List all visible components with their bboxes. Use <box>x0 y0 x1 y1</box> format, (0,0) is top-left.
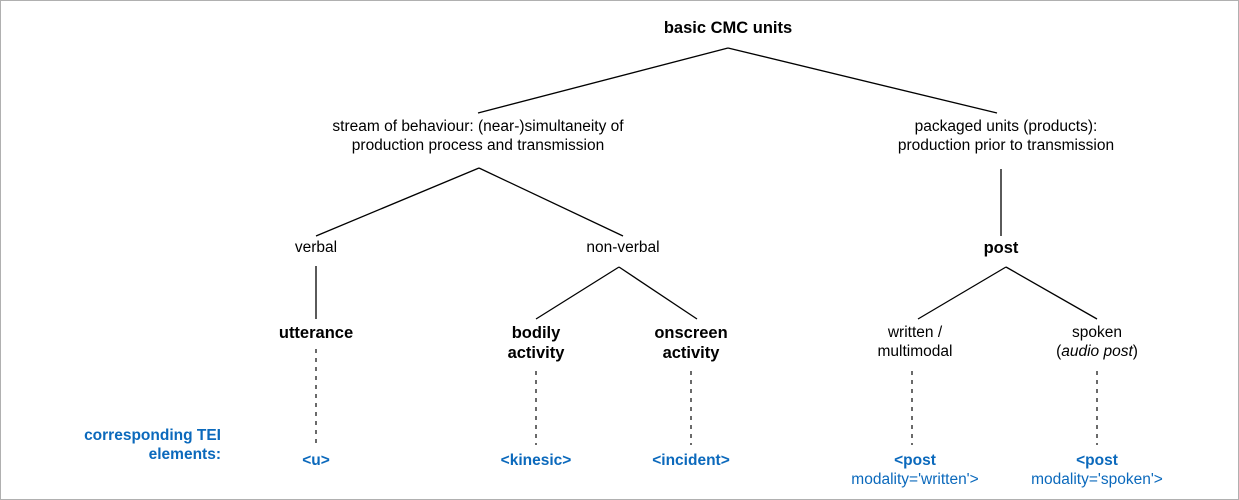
node-post-label: post <box>983 239 1019 257</box>
node-packaged-units: packaged units (products): production pr… <box>898 118 1114 156</box>
tei-element-u: <u> <box>302 451 330 470</box>
node-verbal-label: verbal <box>294 239 338 256</box>
node-spoken-paren-close: ) <box>1132 342 1138 360</box>
tei-caption-line-2: elements: <box>148 446 221 464</box>
edge-root-to-stream <box>477 47 729 114</box>
node-onscreen-line-1: onscreen <box>654 324 728 342</box>
tei-post-spoken-line-2: modality='spoken'> <box>1031 471 1163 489</box>
node-verbal: verbal <box>295 239 337 258</box>
tei-element-post-written: <post modality='written'> <box>851 451 978 489</box>
node-onscreen-line-2: activity <box>662 344 720 363</box>
edge-post-to-spoken <box>1005 266 1098 320</box>
node-onscreen-activity: onscreen activity <box>654 323 727 363</box>
tei-caption-line-1: corresponding TEI <box>84 427 221 444</box>
edge-post-to-written <box>917 266 1007 320</box>
node-utterance: utterance <box>279 323 353 343</box>
node-non-verbal-label: non-verbal <box>586 239 660 256</box>
tei-kinesic-label: <kinesic> <box>500 452 572 469</box>
node-stream-of-behaviour: stream of behaviour: (near-)simultaneity… <box>332 118 623 156</box>
tei-post-written-line-1: <post <box>894 452 936 469</box>
node-packaged-line-1: packaged units (products): <box>914 118 1098 135</box>
node-packaged-line-2: production prior to transmission <box>897 136 1115 154</box>
edge-root-to-packaged <box>727 47 998 114</box>
node-spoken-line-1: spoken <box>1072 324 1122 341</box>
node-written-line-2: multimodal <box>877 342 953 360</box>
tei-elements-caption: corresponding TEI elements: <box>11 426 221 464</box>
tei-element-incident: <incident> <box>652 451 730 470</box>
edge-nonverbal-to-onscreen <box>618 266 698 320</box>
tei-post-spoken-line-1: <post <box>1076 452 1118 469</box>
node-bodily-activity: bodily activity <box>508 323 565 363</box>
tei-element-kinesic: <kinesic> <box>501 451 572 470</box>
node-bodily-line-1: bodily <box>511 324 561 342</box>
node-written-line-1: written / <box>887 324 943 341</box>
node-non-verbal: non-verbal <box>586 239 659 258</box>
tei-incident-label: <incident> <box>652 452 730 469</box>
edge-stream-to-nonverbal <box>478 167 624 237</box>
node-written-multimodal: written / multimodal <box>878 324 953 362</box>
tei-u-label: <u> <box>302 452 330 469</box>
node-bodily-line-2: activity <box>507 344 565 363</box>
node-spoken-line-2: (audio post) <box>1056 343 1138 362</box>
node-spoken-audio-post-italic: audio post <box>1061 342 1133 360</box>
node-stream-line-2: production process and transmission <box>351 136 605 154</box>
node-root: basic CMC units <box>664 18 792 38</box>
tei-element-post-spoken: <post modality='spoken'> <box>1031 451 1163 489</box>
node-spoken-audio-post: spoken (audio post) <box>1056 324 1138 362</box>
node-spoken-paren-open: ( <box>1056 342 1062 360</box>
node-stream-line-1: stream of behaviour: (near-)simultaneity… <box>332 118 624 135</box>
tei-post-written-line-2: modality='written'> <box>851 471 979 489</box>
edge-stream-to-verbal <box>315 167 480 237</box>
node-utterance-label: utterance <box>278 324 354 342</box>
node-post: post <box>984 238 1019 258</box>
node-root-label: basic CMC units <box>663 19 793 37</box>
edge-nonverbal-to-bodily <box>535 266 620 320</box>
